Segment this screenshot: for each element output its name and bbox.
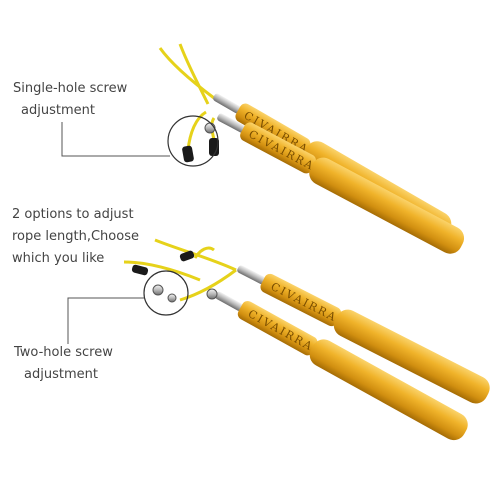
two-hole-label-line2: adjustment xyxy=(24,367,98,382)
options-label: 2 options to adjust rope length,Choose w… xyxy=(12,204,139,270)
top-cable-endcap-2 xyxy=(209,138,219,156)
single-hole-label: Single-hole screw adjustment xyxy=(13,78,127,122)
top-cable-endcap-1 xyxy=(182,145,194,163)
bottom-highlight-circle xyxy=(143,270,189,316)
bottom-cable-3 xyxy=(123,260,201,282)
single-hole-label-line1: Single-hole screw xyxy=(13,81,128,96)
single-hole-label-line2: adjustment xyxy=(21,103,95,118)
options-label-line1: 2 options to adjust xyxy=(12,207,134,222)
top-cable-2 xyxy=(178,43,210,105)
top-cable-3 xyxy=(186,110,207,151)
bottom-cable-2 xyxy=(179,268,237,302)
top-handle-b: CIVAIRRA xyxy=(217,113,465,254)
two-hole-label-line1: Two-hole screw xyxy=(14,345,113,360)
top-highlight-circle xyxy=(167,115,219,167)
top-cable-1 xyxy=(158,47,215,100)
options-label-line3: which you like xyxy=(12,251,105,266)
bottom-screw-1 xyxy=(152,284,164,296)
bottom-pointer-line xyxy=(67,297,144,344)
bottom-cable-endcap-1 xyxy=(179,250,195,262)
bottom-handle-pair: CIVAIRRA CIVAIRRA xyxy=(123,238,490,441)
bottom-cable-4 xyxy=(193,246,215,259)
top-pointer-line xyxy=(61,122,170,157)
options-label-line2: rope length,Choose xyxy=(12,229,139,244)
bottom-cable-endcap-2 xyxy=(131,264,149,276)
bottom-screw-2 xyxy=(167,293,177,303)
bottom-handle-b-brand: CIVAIRRA xyxy=(246,307,316,354)
two-hole-label: Two-hole screw adjustment xyxy=(14,342,113,386)
bottom-cable-1 xyxy=(154,238,237,272)
top-handle-pair: CIVAIRRA CIVAIRRA xyxy=(158,43,465,254)
bottom-screw-3 xyxy=(206,288,218,300)
top-screw xyxy=(204,122,216,134)
